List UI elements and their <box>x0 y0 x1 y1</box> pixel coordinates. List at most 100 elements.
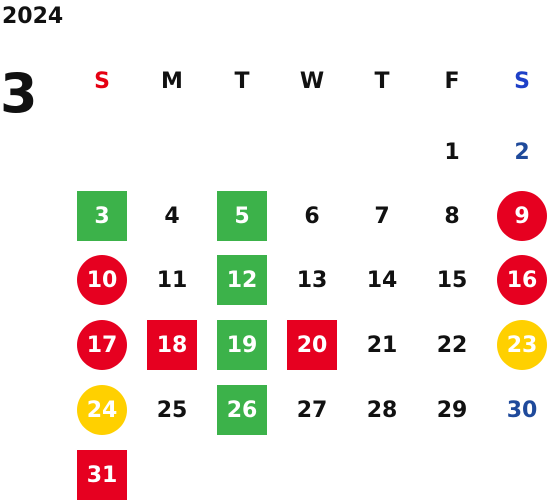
calendar-day[interactable]: 26 <box>210 385 274 435</box>
calendar-day[interactable]: 22 <box>420 320 484 370</box>
calendar-day-number: 15 <box>436 267 468 293</box>
calendar-day-circle-red: 16 <box>497 255 547 305</box>
calendar-day[interactable]: 21 <box>350 320 414 370</box>
calendar-day-number <box>147 127 197 177</box>
calendar-week-row: 24 25 26 27 28 29 30 <box>70 385 548 435</box>
calendar-empty-cell <box>350 127 414 177</box>
calendar-day-number <box>357 450 407 500</box>
calendar-day[interactable]: 4 <box>140 191 204 241</box>
calendar-day-circle-red: 10 <box>77 255 127 305</box>
calendar-empty-cell <box>140 450 204 500</box>
calendar-day[interactable]: 25 <box>140 385 204 435</box>
calendar-day-number: 11 <box>156 267 188 293</box>
calendar-day-number: 27 <box>296 397 328 423</box>
weekday-header-thursday: T <box>374 68 390 94</box>
calendar-day-number: 8 <box>444 203 460 229</box>
calendar-day[interactable]: 5 <box>210 191 274 241</box>
calendar-empty-cell <box>490 450 548 500</box>
calendar-day[interactable]: 3 <box>70 191 134 241</box>
calendar-day[interactable]: 28 <box>350 385 414 435</box>
calendar-day[interactable]: 9 <box>490 191 548 241</box>
calendar-day-square-red: 18 <box>147 320 197 370</box>
calendar-day-number: 2 <box>514 139 530 165</box>
calendar-day-number: 7 <box>374 203 390 229</box>
calendar-week-row: 3 4 5 6 7 8 9 <box>70 191 548 241</box>
calendar-empty-cell <box>140 127 204 177</box>
calendar-day[interactable]: 8 <box>420 191 484 241</box>
calendar-day-number: 28 <box>366 397 398 423</box>
calendar-month: 3 <box>0 62 38 125</box>
calendar-empty-cell <box>210 127 274 177</box>
calendar-day[interactable]: 10 <box>70 255 134 305</box>
calendar-day[interactable]: 13 <box>280 255 344 305</box>
calendar-day-number <box>217 127 267 177</box>
calendar-day-number <box>77 127 127 177</box>
calendar-day-number: 22 <box>436 332 468 358</box>
calendar-day-number <box>497 450 547 500</box>
calendar-day-square-green: 19 <box>217 320 267 370</box>
calendar-day-square-green: 5 <box>217 191 267 241</box>
calendar-day[interactable]: 11 <box>140 255 204 305</box>
calendar-day-circle-red: 9 <box>497 191 547 241</box>
calendar-day[interactable]: 30 <box>490 385 548 435</box>
calendar-day[interactable]: 23 <box>490 320 548 370</box>
calendar-day[interactable]: 27 <box>280 385 344 435</box>
calendar-empty-cell <box>280 127 344 177</box>
calendar-day-number: 14 <box>366 267 398 293</box>
calendar-empty-cell <box>420 450 484 500</box>
calendar-day[interactable]: 16 <box>490 255 548 305</box>
calendar-day-circle-red: 17 <box>77 320 127 370</box>
calendar-day-number <box>427 450 477 500</box>
calendar-day-number: 6 <box>304 203 320 229</box>
calendar-day-number <box>357 127 407 177</box>
calendar-week-row: 10 11 12 13 14 15 16 <box>70 255 548 305</box>
calendar-day-square-green: 12 <box>217 255 267 305</box>
calendar-empty-cell <box>70 127 134 177</box>
calendar-day[interactable]: 31 <box>70 450 134 500</box>
calendar-day[interactable]: 20 <box>280 320 344 370</box>
calendar-day[interactable]: 18 <box>140 320 204 370</box>
weekday-header-wednesday: W <box>299 68 325 94</box>
calendar-empty-cell <box>210 450 274 500</box>
calendar-day[interactable]: 7 <box>350 191 414 241</box>
calendar-day[interactable]: 6 <box>280 191 344 241</box>
calendar-day[interactable]: 15 <box>420 255 484 305</box>
calendar-day-number: 30 <box>506 397 538 423</box>
calendar-year: 2024 <box>2 4 64 29</box>
calendar-day-number: 13 <box>296 267 328 293</box>
weekday-header-saturday: S <box>514 68 530 94</box>
calendar-day-circle-yellow: 24 <box>77 385 127 435</box>
calendar-day-square-green: 26 <box>217 385 267 435</box>
calendar-day-number: 4 <box>164 203 180 229</box>
calendar-day-number: 25 <box>156 397 188 423</box>
calendar-day-number <box>217 450 267 500</box>
calendar-empty-cell <box>280 450 344 500</box>
calendar-day[interactable]: 14 <box>350 255 414 305</box>
calendar-day-number <box>147 450 197 500</box>
calendar-day-square-green: 3 <box>77 191 127 241</box>
calendar-day-circle-yellow: 23 <box>497 320 547 370</box>
calendar-day-number <box>287 450 337 500</box>
calendar-day[interactable]: 29 <box>420 385 484 435</box>
calendar-day[interactable]: 24 <box>70 385 134 435</box>
weekday-header-sunday: S <box>94 68 110 94</box>
calendar-day-number: 29 <box>436 397 468 423</box>
calendar-day[interactable]: 2 <box>490 127 548 177</box>
calendar-day[interactable]: 17 <box>70 320 134 370</box>
calendar-day[interactable]: 19 <box>210 320 274 370</box>
calendar-week-row: 17 18 19 20 21 22 23 <box>70 320 548 370</box>
weekday-header-tuesday: T <box>234 68 250 94</box>
calendar-day[interactable]: 1 <box>420 127 484 177</box>
calendar-week-row: 31 <box>70 450 548 500</box>
weekday-header-friday: F <box>444 68 460 94</box>
calendar-day[interactable]: 12 <box>210 255 274 305</box>
calendar-day-square-red: 31 <box>77 450 127 500</box>
calendar-day-number: 1 <box>444 139 460 165</box>
calendar-day-number <box>287 127 337 177</box>
weekday-header-monday: M <box>161 68 183 94</box>
calendar-empty-cell <box>350 450 414 500</box>
calendar-day-square-red: 20 <box>287 320 337 370</box>
calendar-day-number: 21 <box>366 332 398 358</box>
